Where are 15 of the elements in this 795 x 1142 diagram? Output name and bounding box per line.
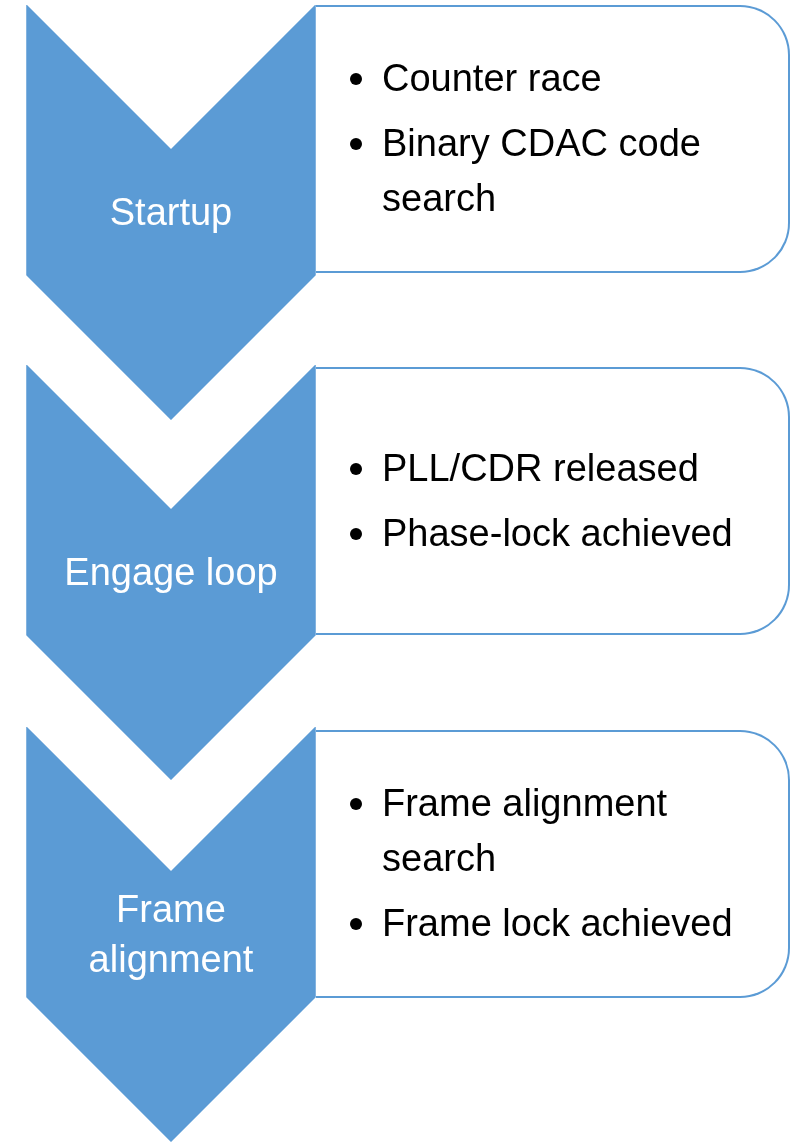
bullet-item: Counter race [346, 51, 768, 106]
chevron-step [26, 365, 316, 780]
bullet-item: Frame alignment search [346, 776, 768, 886]
chevron-step [26, 5, 316, 420]
step-label: Startup [108, 190, 234, 235]
bullet-box [316, 730, 790, 998]
bullet-item: Frame lock achieved [346, 896, 768, 951]
bullet-item: PLL/CDR released [346, 440, 768, 496]
bullet-box [316, 367, 790, 635]
step-label: Engage loop [63, 550, 279, 595]
step-label: Frame alignment [87, 887, 255, 982]
bullet-item: Binary CDAC code search [346, 116, 768, 226]
bullet-box [316, 5, 790, 273]
bullet-item: Phase-lock achieved [346, 505, 768, 561]
chevron-step [26, 727, 316, 1142]
